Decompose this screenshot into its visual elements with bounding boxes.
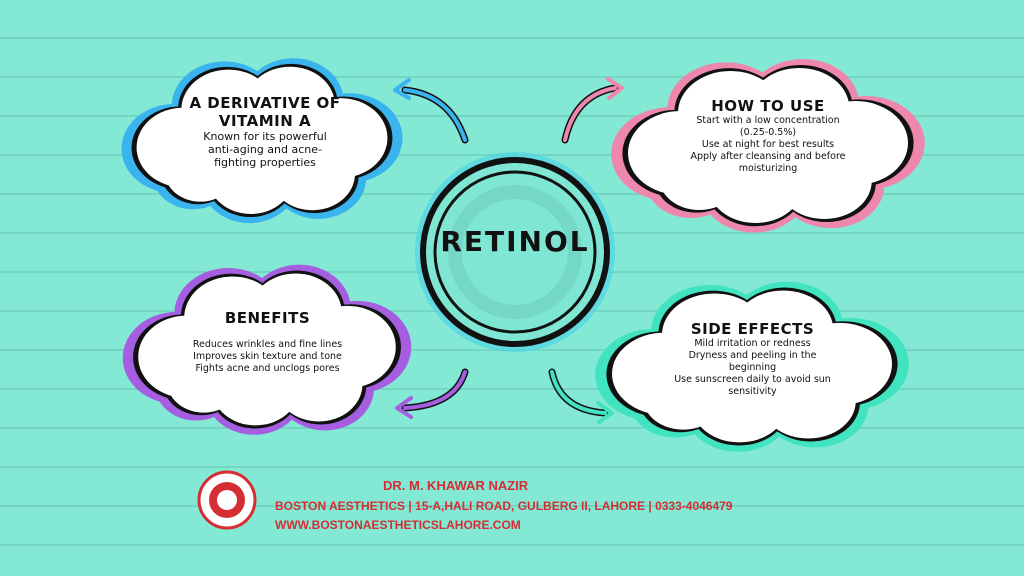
box-line: Start with a low concentration bbox=[696, 115, 840, 126]
box-line: sensitivity bbox=[728, 386, 777, 397]
website-link[interactable]: WWW.BOSTONAESTHETICSLAHORE.COM bbox=[275, 518, 521, 532]
box-line: Use sunscreen daily to avoid sun bbox=[674, 374, 831, 385]
box-line: Fights acne and unclogs pores bbox=[195, 363, 340, 374]
box-line: beginning bbox=[728, 362, 777, 373]
box-line: (0.25-0.5%) bbox=[739, 127, 797, 138]
doctor-name: DR. M. KHAWAR NAZIR bbox=[383, 478, 529, 493]
box-title: HOW TO USE bbox=[711, 97, 825, 115]
box-line: Known for its powerful bbox=[203, 130, 327, 143]
address: BOSTON AESTHETICS | 15-A,HALI ROAD, GULB… bbox=[275, 499, 733, 513]
side-effects-box: SIDE EFFECTS Mild irritation or redness … bbox=[660, 320, 845, 398]
box-title: SIDE EFFECTS bbox=[690, 320, 815, 338]
box-line: anti-aging and acne- bbox=[208, 143, 322, 156]
box-line: moisturizing bbox=[738, 163, 798, 174]
center-circle bbox=[415, 152, 615, 352]
box-title: BENEFITS bbox=[224, 309, 311, 327]
box-title: A DERIVATIVE OF VITAMIN A bbox=[189, 94, 341, 130]
how-to-use-box: HOW TO USE Start with a low concentratio… bbox=[668, 97, 868, 175]
box-line: Use at night for best results bbox=[701, 139, 835, 150]
vitamin-a-box: A DERIVATIVE OF VITAMIN A Known for its … bbox=[185, 94, 345, 169]
arrows bbox=[393, 77, 624, 424]
benefits-box: BENEFITS Reduces wrinkles and fine lines… bbox=[180, 309, 355, 375]
box-line: Improves skin texture and tone bbox=[193, 351, 342, 362]
box-line: Apply after cleansing and before bbox=[690, 151, 846, 162]
box-line: Mild irritation or redness bbox=[694, 338, 811, 349]
boston-aesthetics-logo bbox=[197, 470, 257, 530]
box-line: fighting properties bbox=[214, 156, 316, 169]
center-title: RETINOL bbox=[440, 225, 590, 258]
box-line: Dryness and peeling in the bbox=[688, 350, 817, 361]
box-line: Reduces wrinkles and fine lines bbox=[192, 339, 343, 350]
